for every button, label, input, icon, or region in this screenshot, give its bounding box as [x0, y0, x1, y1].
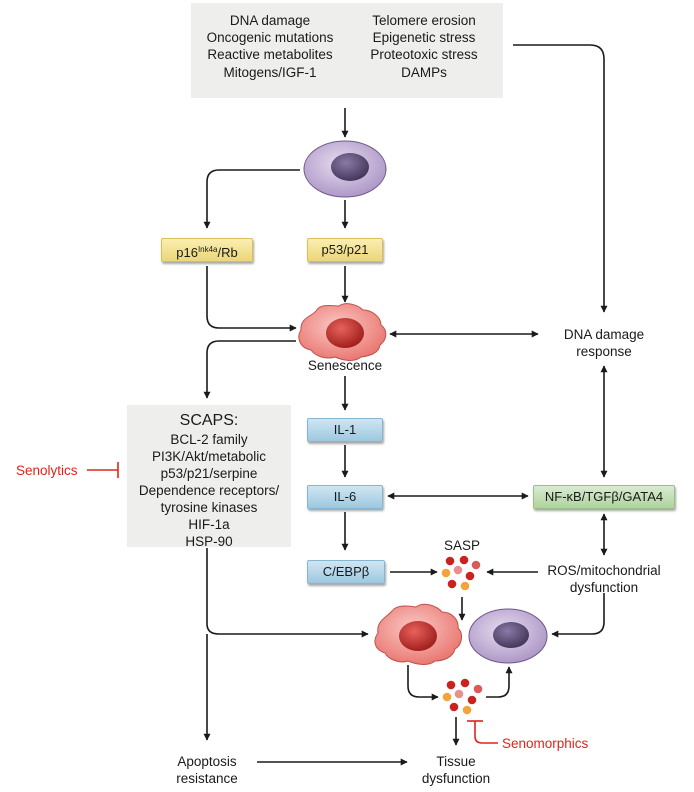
- scaps-item: HIF-1a: [188, 517, 230, 532]
- normal-cell-top: [303, 140, 387, 198]
- stimulus-item: Mitogens/IGF-1: [223, 64, 317, 80]
- senescent-cell-bottom: [374, 603, 463, 665]
- stimuli-left-list: DNA damage Oncogenic mutations Reactive …: [195, 12, 345, 81]
- il6-label: IL-6: [333, 489, 357, 504]
- scaps-item: PI3K/Akt/metabolic: [151, 449, 267, 464]
- stimuli-box: [191, 3, 503, 98]
- ros-line: ROS/mitochondrial: [547, 563, 661, 578]
- scaps-item: p53/p21/serpine: [160, 466, 258, 481]
- scaps-title: SCAPS:: [179, 412, 239, 429]
- scaps-item: Dependence receptors/: [138, 483, 280, 498]
- arrow-stimuli-to-ddr: [513, 44, 608, 313]
- p53-p21-box: p53/p21: [307, 238, 383, 262]
- p16-superscript: Ink4a: [197, 245, 218, 254]
- cebp-box: C/EBPβ: [307, 560, 385, 584]
- p16-label: p16: [176, 245, 198, 260]
- tissue-dysfunction-label: Tissue dysfunction: [406, 753, 506, 787]
- p16-tail: /Rb: [217, 245, 238, 260]
- arrow-scaps-to-cells: [206, 548, 369, 638]
- ddr-line: response: [576, 344, 632, 359]
- stimulus-item: Reactive metabolites: [207, 47, 333, 63]
- ros-label: ROS/mitochondrial dysfunction: [534, 562, 674, 596]
- sasp-factors-top: [441, 555, 481, 591]
- scaps-item: BCL-2 family: [170, 432, 248, 447]
- senescence-label: Senescence: [307, 358, 383, 373]
- apoptosis-label: Apoptosis resistance: [157, 753, 257, 787]
- tissue-line: Tissue: [436, 754, 476, 769]
- tissue-line: dysfunction: [421, 771, 491, 786]
- arrow-cell-to-p16: [203, 169, 300, 229]
- arrow-senescent-to-sasp: [407, 665, 439, 701]
- apoptosis-line: Apoptosis: [177, 754, 237, 769]
- stimulus-item: Oncogenic mutations: [206, 30, 334, 46]
- arrow-senescence-to-scaps: [203, 340, 296, 399]
- stimuli-right-list: Telomere erosion Epigenetic stress Prote…: [354, 12, 494, 81]
- senescent-cell: [298, 303, 387, 361]
- normal-cell-bottom: [468, 608, 548, 664]
- nfkb-label: NF-κB/TGFβ/GATA4: [544, 489, 664, 504]
- scaps-item: HSP-90: [185, 534, 233, 549]
- stimulus-item: DAMPs: [401, 64, 447, 80]
- senomorphics-inhibit-line: [474, 721, 498, 744]
- il1-box: IL-1: [307, 418, 383, 442]
- ddr-label: DNA damage response: [544, 326, 664, 360]
- scaps-item: tyrosine kinases: [160, 500, 258, 515]
- stimulus-item: DNA damage: [229, 13, 311, 28]
- il1-label: IL-1: [333, 422, 357, 437]
- arrow-p16-to-senescence: [206, 266, 297, 332]
- il6-box: IL-6: [307, 485, 383, 509]
- ddr-line: DNA damage: [563, 327, 645, 342]
- p53-label: p53/p21: [321, 242, 369, 257]
- stimulus-item: Proteotoxic stress: [370, 47, 478, 63]
- stimulus-item: Telomere erosion: [372, 13, 476, 28]
- senomorphics-label: Senomorphics: [502, 736, 589, 751]
- arrow-ros-to-normal-cell: [551, 593, 605, 638]
- sasp-label: SASP: [443, 538, 481, 553]
- scaps-box: [127, 405, 291, 547]
- ros-line: dysfunction: [569, 580, 639, 595]
- apoptosis-line: resistance: [176, 771, 238, 786]
- p16-rb-box: p16Ink4a/Rb: [161, 238, 253, 262]
- cebp-label: C/EBPβ: [322, 564, 370, 579]
- arrow-sasp-to-normal: [486, 666, 513, 698]
- scaps-list: SCAPS: BCL-2 family PI3K/Akt/metabolic p…: [127, 411, 291, 550]
- sasp-factors-bottom: [442, 678, 483, 715]
- nfkb-box: NF-κB/TGFβ/GATA4: [533, 485, 675, 509]
- senolytics-label: Senolytics: [16, 463, 78, 478]
- stimulus-item: Epigenetic stress: [372, 30, 476, 46]
